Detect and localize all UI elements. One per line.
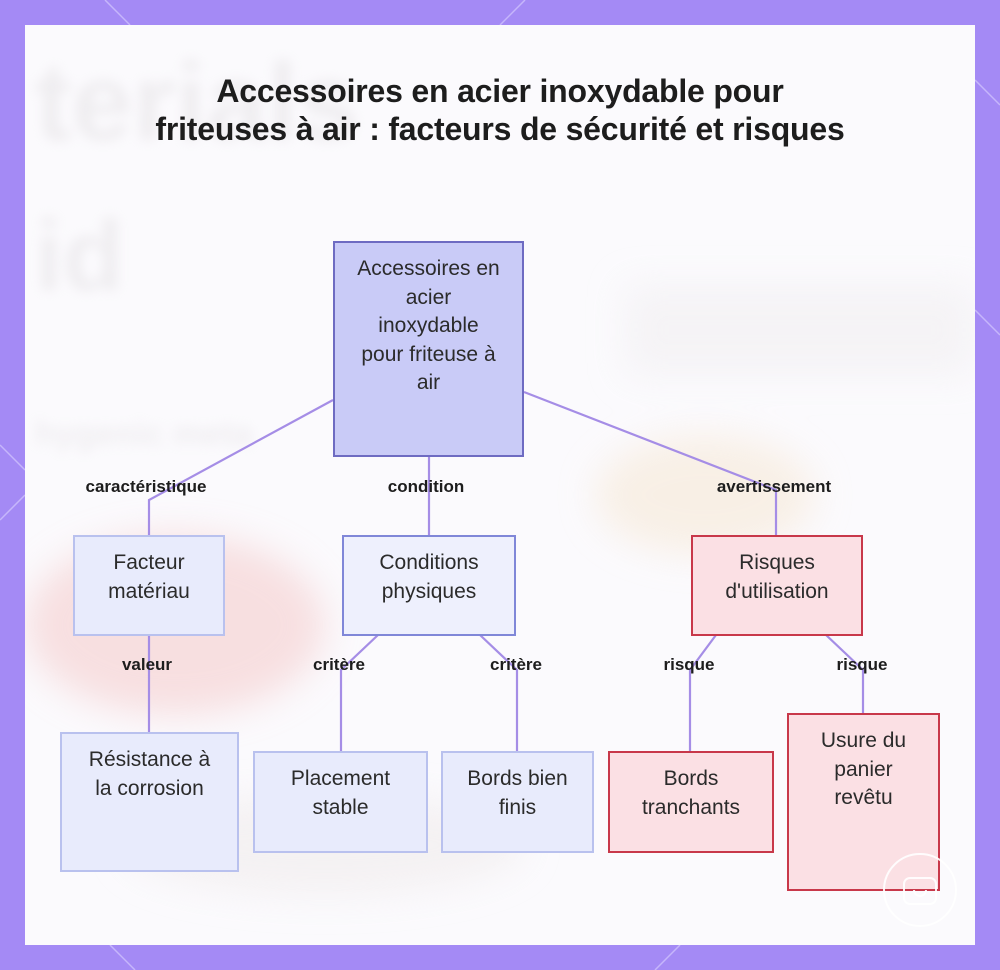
node-material-factor-label: Facteur matériau: [108, 551, 190, 603]
edge-label-value: valeur: [121, 655, 173, 674]
node-stable-placement: Placement stable: [253, 751, 428, 853]
edge-root-risks: [523, 390, 778, 538]
node-material-factor: Facteur matériau: [73, 535, 225, 636]
edge-label-criterion-2: critère: [490, 655, 542, 674]
node-finished-edges-label: Bords bien finis: [467, 767, 568, 819]
node-finished-edges: Bords bien finis: [441, 751, 594, 853]
node-corrosion-resistance-label: Résistance à la corrosion: [88, 748, 211, 800]
svg-text:hygenic meta: hygenic meta: [35, 415, 253, 453]
svg-text:id: id: [35, 200, 124, 312]
node-root-label: Accessoires en acier inoxydable pour fri…: [357, 257, 500, 394]
diagram-title: Accessoires en acier inoxydable pour fri…: [155, 73, 845, 147]
edge-root-material: [147, 399, 334, 538]
edge-physical-placement: [339, 634, 379, 753]
edge-label-risk-1: risque: [663, 655, 715, 674]
edge-label-risk-2: risque: [836, 655, 888, 674]
node-usage-risks-label: Risques d'utilisation: [725, 551, 829, 603]
edge-label-condition: condition: [387, 477, 465, 496]
node-coated-basket-wear: Usure du panier revêtu: [787, 713, 940, 891]
node-physical-conditions-label: Conditions physiques: [379, 551, 479, 603]
node-corrosion-resistance: Résistance à la corrosion: [60, 732, 239, 872]
watermark-logo-icon: [883, 853, 957, 927]
edge-label-warning: avertissement: [716, 477, 832, 496]
node-usage-risks: Risques d'utilisation: [691, 535, 863, 636]
node-root: Accessoires en acier inoxydable pour fri…: [333, 241, 524, 457]
node-stable-placement-label: Placement stable: [290, 767, 391, 819]
node-coated-basket-wear-label: Usure du panier revêtu: [820, 729, 907, 809]
svg-text:terials: terials: [35, 41, 359, 164]
edge-physical-edges: [479, 634, 519, 753]
node-sharp-edges-label: Bords tranchants: [641, 767, 741, 819]
edge-risks-wear: [825, 634, 865, 715]
edge-risks-sharp: [688, 634, 717, 753]
node-physical-conditions: Conditions physiques: [342, 535, 516, 636]
node-sharp-edges: Bords tranchants: [608, 751, 774, 853]
edge-label-criterion-1: critère: [313, 655, 365, 674]
edge-label-characteristic: caractéristique: [85, 477, 207, 496]
